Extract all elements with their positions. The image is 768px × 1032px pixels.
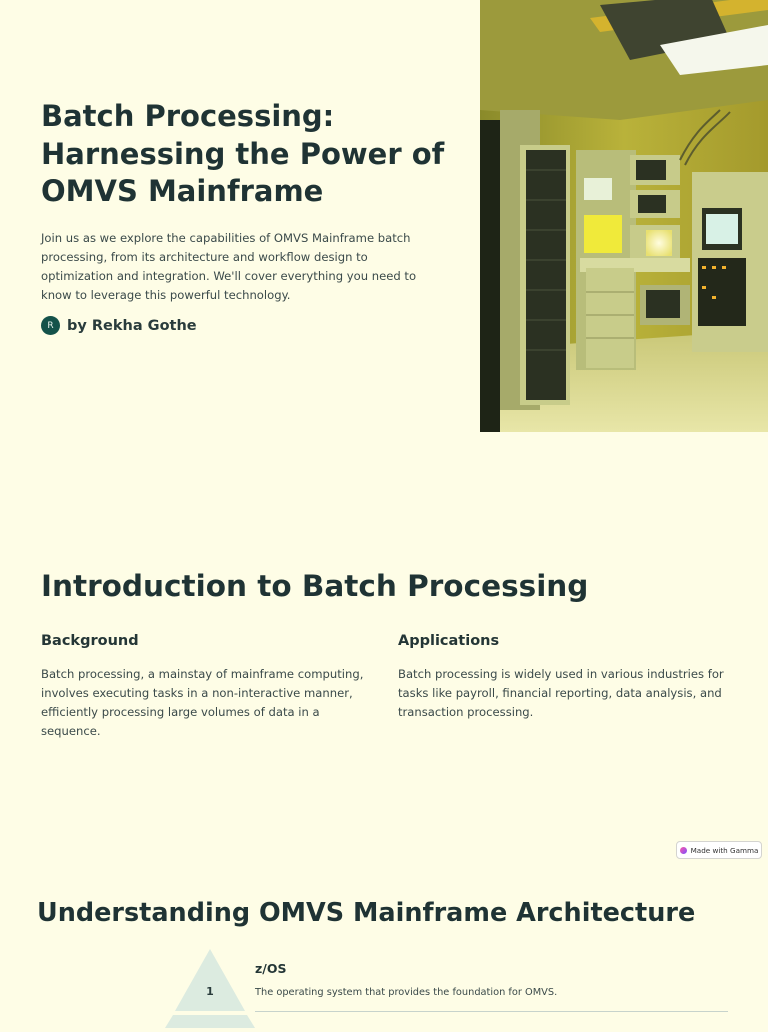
applications-text: Batch processing is widely used in vario… <box>398 667 724 719</box>
arch-item-description: The operating system that provides the f… <box>255 987 558 998</box>
hero-description: Join us as we explore the capabilities o… <box>41 231 417 302</box>
applications-heading: Applications <box>398 633 500 649</box>
made-with-gamma-badge[interactable]: Made with Gamma <box>676 841 762 859</box>
intro-section-title: Introduction to Batch Processing <box>41 569 589 603</box>
author-name: by Rekha Gothe <box>67 317 197 334</box>
author-byline: R by Rekha Gothe <box>41 316 197 335</box>
background-text: Batch processing, a mainstay of mainfram… <box>41 667 364 738</box>
hero-title: Batch Processing: Harnessing the Power o… <box>41 99 445 208</box>
background-heading: Background <box>41 633 139 649</box>
pyramid-level-number: 1 <box>206 985 214 998</box>
avatar: R <box>41 316 60 335</box>
gamma-badge-label: Made with Gamma <box>690 845 759 855</box>
arch-divider <box>255 1011 728 1012</box>
mainframe-server-room-image <box>480 0 768 432</box>
architecture-pyramid: 1 <box>165 948 255 1028</box>
gamma-logo-icon <box>679 846 687 854</box>
architecture-section-title: Understanding OMVS Mainframe Architectur… <box>37 898 696 928</box>
arch-item-title: z/OS <box>255 961 287 976</box>
